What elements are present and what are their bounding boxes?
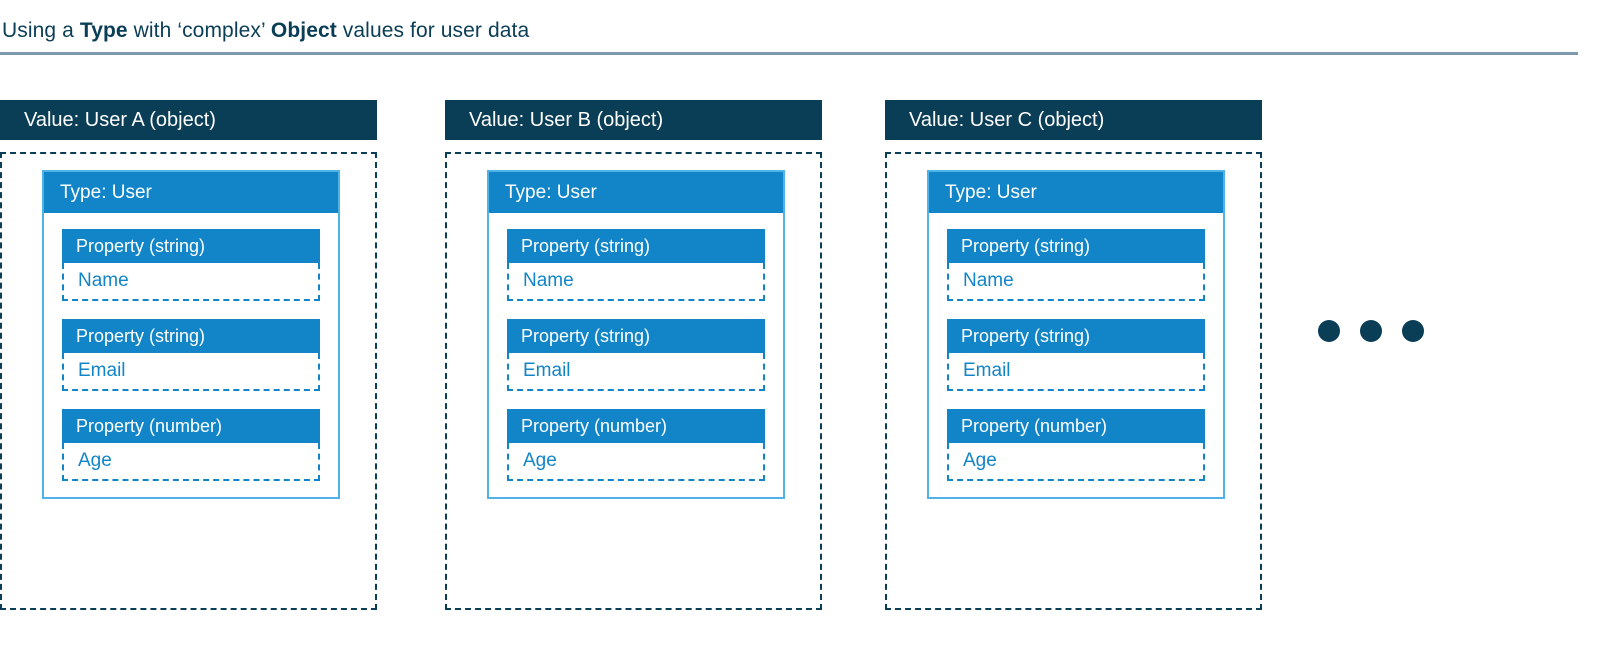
card-body-c: Type: User Property (string) Name Proper… <box>885 152 1262 610</box>
type-header-c: Type: User <box>929 172 1223 213</box>
property-list-c: Property (string) Name Property (string)… <box>929 213 1223 481</box>
card-body-a: Type: User Property (string) Name Proper… <box>0 152 377 610</box>
property-label: Property (string) <box>947 229 1205 263</box>
property-value: Age <box>947 443 1205 481</box>
page-title-suffix: values for user data <box>336 19 530 42</box>
type-header-a: Type: User <box>44 172 338 213</box>
property-label: Property (string) <box>62 229 320 263</box>
property-value: Name <box>947 263 1205 301</box>
page-title: Using a Type with ‘complex’ Object value… <box>0 18 1590 44</box>
property-label: Property (string) <box>507 319 765 353</box>
page-title-prefix: Using a <box>2 19 80 42</box>
page-title-block: Using a Type with ‘complex’ Object value… <box>0 18 1590 55</box>
property-label: Property (string) <box>947 319 1205 353</box>
page-title-bold-type: Type <box>79 19 128 42</box>
more-items-indicator <box>1318 320 1424 342</box>
property-label: Property (string) <box>62 319 320 353</box>
title-divider <box>0 52 1578 55</box>
type-box-a: Type: User Property (string) Name Proper… <box>42 170 340 499</box>
card-header-b: Value: User B (object) <box>445 100 822 140</box>
property-item: Property (number) Age <box>62 409 320 481</box>
property-item: Property (number) Age <box>947 409 1205 481</box>
type-header-b: Type: User <box>489 172 783 213</box>
property-value: Age <box>507 443 765 481</box>
property-item: Property (string) Email <box>507 319 765 391</box>
property-value: Email <box>62 353 320 391</box>
user-object-card-b: Value: User B (object) Type: User Proper… <box>445 100 822 610</box>
user-object-card-c: Value: User C (object) Type: User Proper… <box>885 100 1262 610</box>
page-title-middle: with ‘complex’ <box>127 19 271 42</box>
property-label: Property (number) <box>62 409 320 443</box>
property-value: Age <box>62 443 320 481</box>
property-item: Property (string) Name <box>947 229 1205 301</box>
property-item: Property (number) Age <box>507 409 765 481</box>
property-label: Property (string) <box>507 229 765 263</box>
card-header-c: Value: User C (object) <box>885 100 1262 140</box>
property-value: Email <box>947 353 1205 391</box>
ellipsis-dot-icon <box>1402 320 1424 342</box>
ellipsis-dot-icon <box>1318 320 1340 342</box>
property-value: Name <box>62 263 320 301</box>
property-list-a: Property (string) Name Property (string)… <box>44 213 338 481</box>
property-value: Email <box>507 353 765 391</box>
property-label: Property (number) <box>507 409 765 443</box>
property-item: Property (string) Email <box>62 319 320 391</box>
user-object-card-a: Value: User A (object) Type: User Proper… <box>0 100 377 610</box>
card-body-b: Type: User Property (string) Name Proper… <box>445 152 822 610</box>
type-box-b: Type: User Property (string) Name Proper… <box>487 170 785 499</box>
type-box-c: Type: User Property (string) Name Proper… <box>927 170 1225 499</box>
property-label: Property (number) <box>947 409 1205 443</box>
property-item: Property (string) Name <box>62 229 320 301</box>
property-value: Name <box>507 263 765 301</box>
property-item: Property (string) Name <box>507 229 765 301</box>
ellipsis-dot-icon <box>1360 320 1382 342</box>
property-list-b: Property (string) Name Property (string)… <box>489 213 783 481</box>
property-item: Property (string) Email <box>947 319 1205 391</box>
card-header-a: Value: User A (object) <box>0 100 377 140</box>
page-title-bold-object: Object <box>270 19 337 42</box>
